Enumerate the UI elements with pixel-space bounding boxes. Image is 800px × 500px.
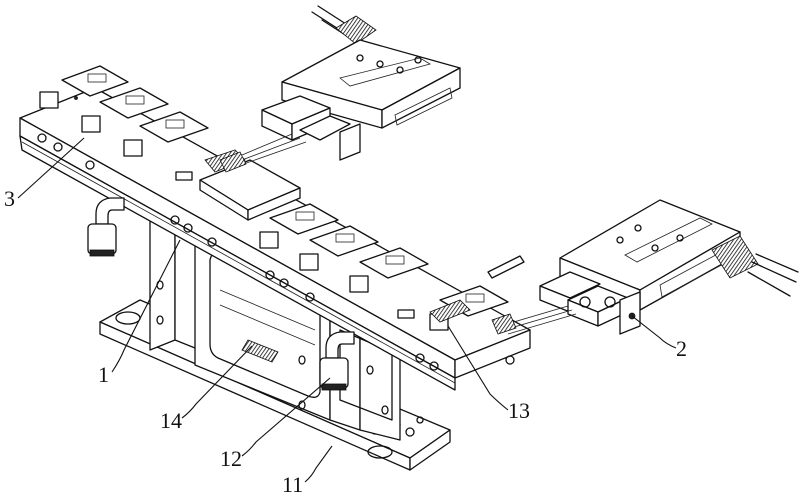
fixtures: [39, 65, 525, 331]
label-14: 14: [160, 408, 182, 433]
label-12: 12: [220, 446, 242, 471]
label-11: 11: [282, 472, 303, 497]
leader-3: [17, 137, 85, 199]
fixture: [299, 225, 379, 271]
fixture: [39, 65, 129, 109]
fixture: [123, 111, 209, 157]
leader-12: [241, 377, 331, 457]
label-2: 2: [676, 336, 687, 361]
air-fitting-left: [87, 197, 125, 257]
leader-1: [111, 239, 181, 373]
leader-14: [181, 345, 253, 419]
air-fitting-right: [319, 331, 355, 391]
label-13: 13: [508, 398, 530, 423]
label-3: 3: [4, 186, 15, 211]
top-slide-cylinder: [219, 5, 461, 173]
leader-lines: [17, 137, 677, 483]
leader-13: [447, 325, 509, 411]
carrier-plate: [19, 87, 531, 391]
leader-11: [304, 445, 333, 483]
reference-numerals: 3 1 14 12 11 13 2: [4, 186, 687, 497]
right-slide-cylinder: [491, 199, 799, 335]
fixture: [259, 203, 339, 249]
leader-2: [631, 315, 677, 349]
label-1: 1: [98, 362, 109, 387]
fixture: [349, 247, 429, 293]
fixture: [81, 87, 169, 133]
